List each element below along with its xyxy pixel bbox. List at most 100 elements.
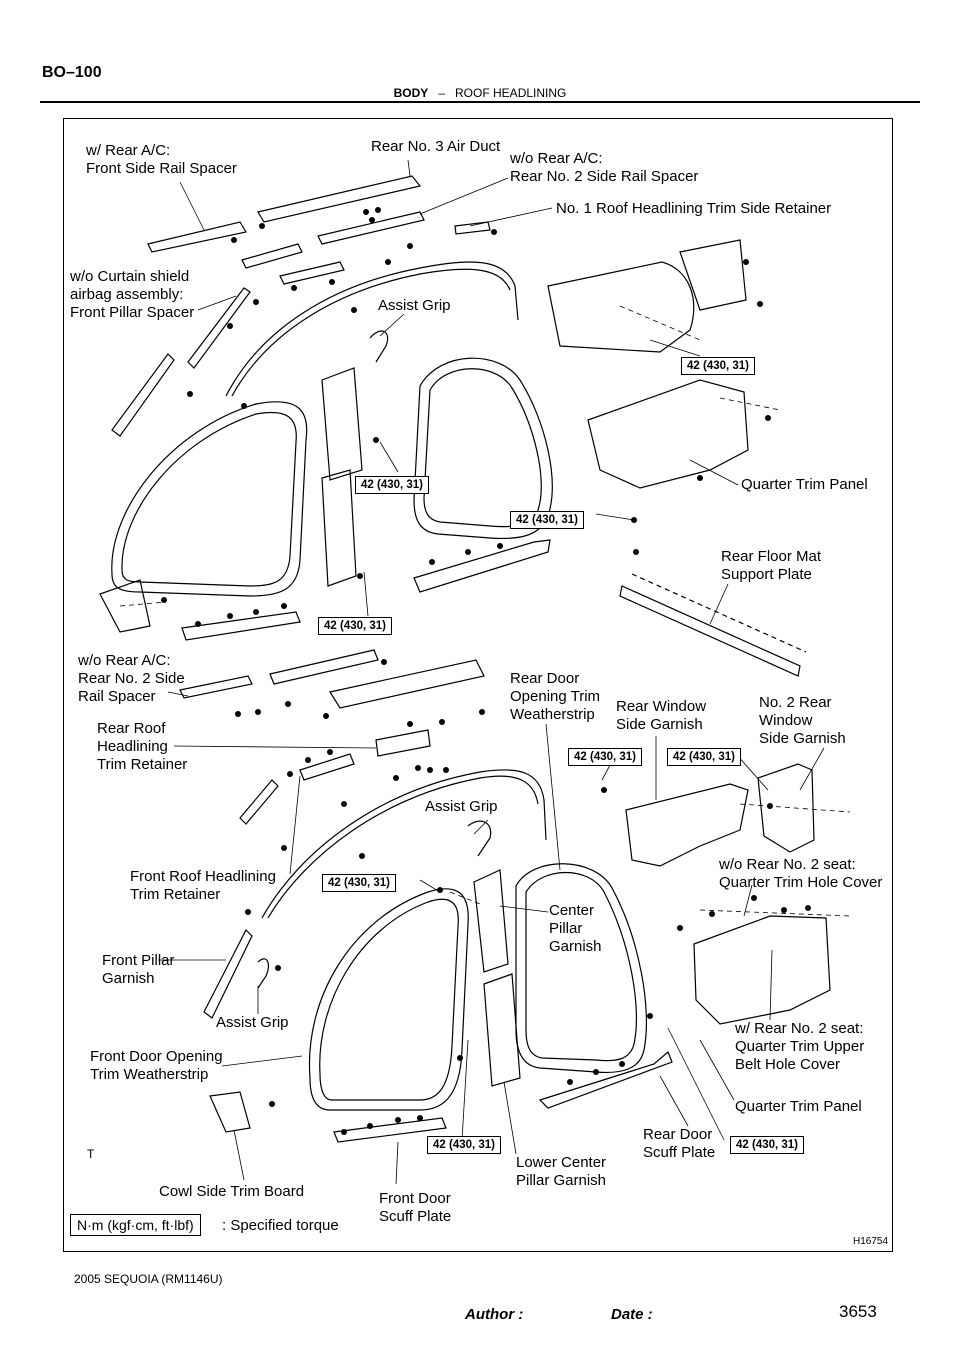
assist-grip-shape-mid	[467, 820, 492, 857]
label-lower-center-pillar-garnish: Lower Center Pillar Garnish	[516, 1154, 607, 1189]
corner-mark: T	[87, 1147, 95, 1161]
front-pillar-garnish-shape	[203, 928, 253, 1019]
torque-spec: 42 (430, 31)	[427, 1136, 502, 1154]
rear-door-weatherstrip-top-inner	[423, 368, 542, 528]
rear-door-weatherstrip	[515, 863, 648, 1074]
torque-spec: 42 (430, 31)	[730, 1136, 805, 1154]
label-quarter-trim-panel-1: Quarter Trim Panel	[741, 476, 868, 493]
rear-floor-mat-support-plate-shape	[619, 585, 801, 677]
assembly-lines	[119, 305, 851, 917]
subsection-name: ROOF HEADLINING	[455, 86, 567, 100]
label-no2-rear-window-side-garnish: No. 2 Rear Window Side Garnish	[759, 694, 846, 747]
label-rear-roof-headlining-trim-retainer: Rear Roof Headlining Trim Retainer	[97, 720, 188, 773]
leader-lines	[158, 159, 825, 1185]
rear-scuff-plate	[538, 1050, 673, 1109]
front-door-weatherstrip	[308, 888, 469, 1111]
rear-no2-spacer-shape-top	[317, 211, 425, 245]
quarter-pillar-shape	[679, 239, 747, 311]
header-rule	[40, 101, 920, 103]
torque-spec: 42 (430, 31)	[681, 357, 756, 375]
label-center-pillar-garnish: Center Pillar Garnish	[549, 902, 602, 955]
fasteners	[161, 207, 811, 1135]
lower-center-pillar-shape-top	[321, 469, 357, 587]
front-door-weatherstrip-inner	[319, 898, 459, 1101]
rear-door-weatherstrip-inner	[525, 872, 638, 1062]
quarter-trim-upper-shape	[547, 261, 695, 353]
center-pillar-garnish-shape-top	[321, 367, 363, 481]
label-quarter-trim-panel-2: Quarter Trim Panel	[735, 1098, 862, 1115]
assist-grip-shape-low	[257, 958, 270, 989]
roof-retainer-shape-top	[279, 261, 345, 285]
footer-author: Author :	[465, 1306, 524, 1323]
torque-spec: 42 (430, 31)	[322, 874, 397, 892]
label-front-pillar-garnish: Front Pillar Garnish	[102, 952, 175, 987]
front-scuff-plate	[333, 1117, 447, 1143]
label-rear-window-side-garnish: Rear Window Side Garnish	[616, 698, 707, 733]
rear-air-duct-shape-lower	[329, 659, 485, 709]
assist-grip-shape-top	[369, 330, 389, 363]
section-name: BODY	[393, 86, 429, 100]
rear-window-side-garnish-shape	[625, 783, 749, 867]
rear-roof-retainer-shape	[375, 729, 431, 757]
label-front-door-opening-trim-weatherstrip: Front Door Opening Trim Weatherstrip	[90, 1048, 223, 1083]
front-pillar-spacer-lower	[239, 779, 279, 825]
label-rear-floor-mat-support-plate: Rear Floor Mat Support Plate	[721, 548, 822, 583]
label-assist-grip-3: Assist Grip	[216, 1014, 289, 1031]
roof-rail-upper-inner	[231, 268, 511, 397]
label-quarter-trim-upper-belt-hole-cover: w/ Rear No. 2 seat: Quarter Trim Upper B…	[735, 1020, 865, 1073]
rear-no2-spacer-shape-lower-b	[269, 649, 379, 685]
rear-air-duct-shape	[257, 175, 422, 223]
front-door-weatherstrip-top	[111, 401, 308, 597]
headlining-side-retainer-shape	[454, 221, 491, 235]
torque-spec: 42 (430, 31)	[568, 748, 643, 766]
label-quarter-trim-hole-cover: w/o Rear No. 2 seat: Quarter Trim Hole C…	[719, 856, 883, 891]
front-pillar-spacer-shape	[187, 287, 251, 369]
center-pillar-garnish-shape	[473, 869, 509, 973]
quarter-trim-panel-shape	[693, 915, 831, 1025]
front-door-weatherstrip-top-inner	[121, 411, 297, 587]
footer-model: 2005 SEQUOIA (RM1146U)	[74, 1272, 223, 1286]
roof-rail-lower	[261, 769, 547, 919]
rear-floor-mat-dashed	[631, 573, 807, 653]
front-pillar-garnish-shape-top	[111, 353, 175, 437]
label-rear-no2-side-rail-spacer-top: w/o Rear A/C: Rear No. 2 Side Rail Space…	[510, 150, 699, 185]
footer-date: Date :	[611, 1306, 653, 1323]
header-separator: –	[438, 86, 445, 100]
torque-spec: 42 (430, 31)	[318, 617, 393, 635]
rear-door-weatherstrip-top	[413, 357, 553, 540]
front-scuff-plate-top	[181, 611, 301, 641]
cowl-side-trim-top	[99, 579, 151, 633]
footer-page-number: 3653	[839, 1302, 877, 1321]
quarter-trim-panel-shape-top	[587, 379, 749, 489]
torque-spec: 42 (430, 31)	[355, 476, 430, 494]
label-rear-no3-air-duct: Rear No. 3 Air Duct	[371, 138, 501, 155]
figure-id: H16754	[853, 1236, 889, 1247]
diagram-frame	[63, 118, 893, 1252]
rear-no2-spacer-shape-lower-a	[179, 675, 253, 699]
torque-legend-meaning: : Specified torque	[222, 1217, 339, 1234]
label-front-roof-headlining-trim-retainer: Front Roof Headlining Trim Retainer	[130, 868, 276, 903]
torque-spec: 42 (430, 31)	[510, 511, 585, 529]
torque-spec: 42 (430, 31)	[667, 748, 742, 766]
section-header: BODY – ROOF HEADLINING	[0, 86, 960, 100]
rear-scuff-plate-top	[413, 539, 551, 593]
roof-rail-upper	[225, 261, 519, 397]
label-rear-door-opening-trim-weatherstrip: Rear Door Opening Trim Weatherstrip	[510, 670, 601, 723]
cowl-side-trim-board-shape	[209, 1091, 251, 1133]
front-roof-spacer-shape	[241, 243, 303, 269]
roof-rail-lower-inner	[267, 775, 539, 919]
front-roof-retainer-shape	[299, 753, 355, 781]
label-rear-no2-side-rail-spacer: w/o Rear A/C: Rear No. 2 Side Rail Space…	[78, 652, 185, 705]
torque-legend-unit: N·m (kgf·cm, ft·lbf)	[70, 1214, 201, 1236]
front-side-rail-spacer-shape	[147, 221, 247, 253]
label-assist-grip-2: Assist Grip	[425, 798, 498, 815]
label-front-pillar-spacer: w/o Curtain shield airbag assembly: Fron…	[70, 268, 195, 321]
label-front-side-rail-spacer: w/ Rear A/C: Front Side Rail Spacer	[86, 142, 237, 177]
page-code: BO–100	[42, 64, 102, 81]
label-rear-door-scuff-plate: Rear Door Scuff Plate	[643, 1126, 716, 1161]
lower-center-pillar-shape	[483, 973, 521, 1087]
label-cowl-side-trim-board: Cowl Side Trim Board	[159, 1183, 305, 1200]
no2-rear-window-side-garnish-shape	[757, 763, 815, 853]
label-no1-roof-headlining-trim-side-retainer: No. 1 Roof Headlining Trim Side Retainer	[556, 200, 832, 217]
